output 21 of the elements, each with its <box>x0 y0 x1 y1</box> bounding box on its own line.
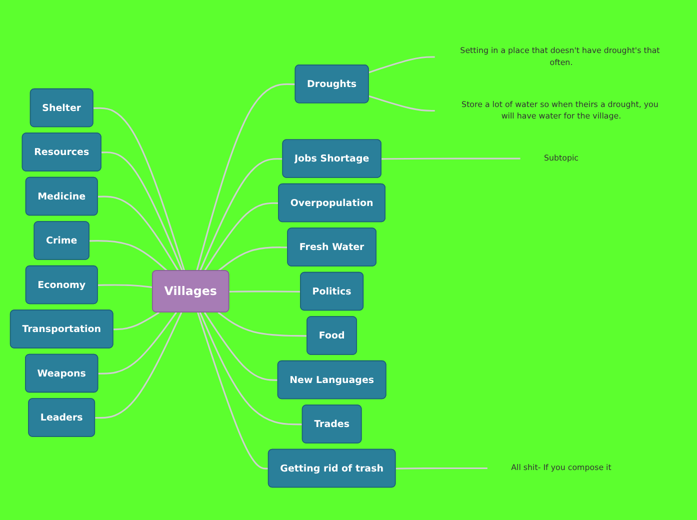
connector <box>97 196 179 272</box>
connector <box>203 312 278 381</box>
connector <box>203 202 278 272</box>
connector <box>228 290 300 292</box>
connector <box>97 284 152 288</box>
connector <box>380 158 520 160</box>
connector <box>198 158 283 271</box>
connector <box>395 467 487 470</box>
connector <box>368 56 434 73</box>
connector <box>100 151 183 271</box>
connector <box>92 107 185 271</box>
connector <box>368 95 434 112</box>
connector <box>196 83 296 271</box>
connector <box>88 240 168 272</box>
connector <box>98 312 176 374</box>
connector <box>217 246 288 272</box>
connector <box>217 312 307 336</box>
connector <box>198 312 302 425</box>
connector <box>94 312 182 418</box>
connector <box>112 311 160 330</box>
connector <box>196 312 268 470</box>
